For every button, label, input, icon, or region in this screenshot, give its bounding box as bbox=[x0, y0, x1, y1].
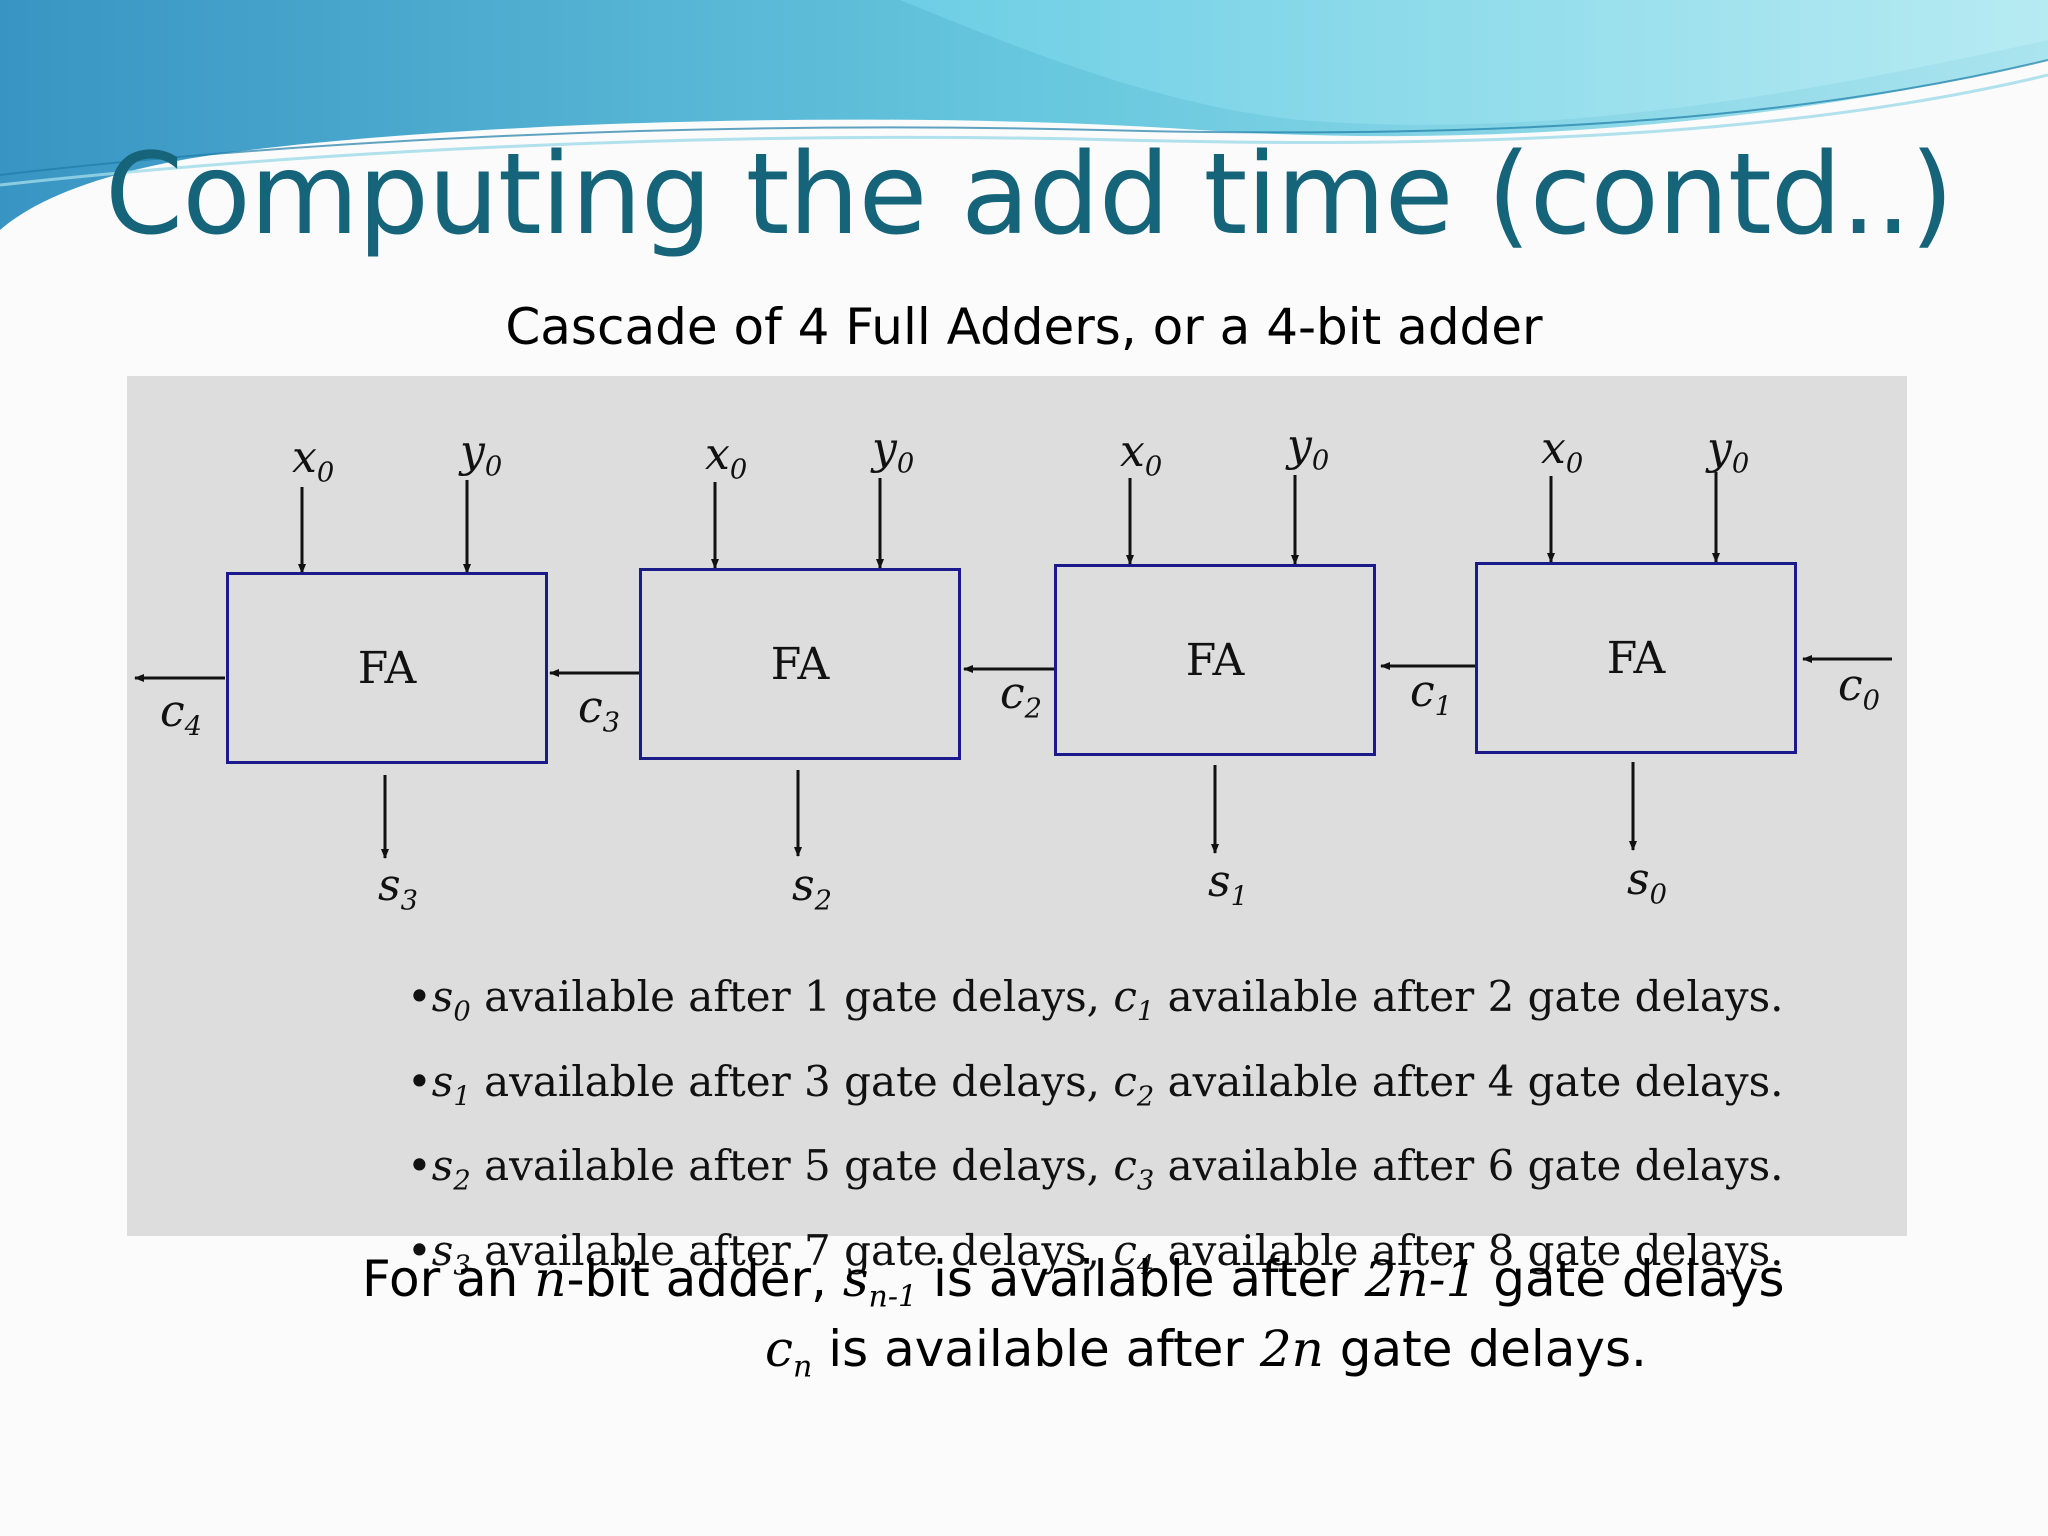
header-wave-decoration bbox=[0, 0, 2048, 230]
summary-line-2: cn is available after 2n gate delays. bbox=[765, 1320, 1647, 1385]
carry-label: c1 bbox=[1410, 666, 1453, 723]
list-item: •s0 available after 1 gate delays, c1 av… bbox=[407, 972, 1784, 1028]
sum-output-label: s1 bbox=[1208, 856, 1248, 913]
full-adder-label: FA bbox=[1185, 634, 1245, 686]
full-adder-2: FA bbox=[639, 568, 961, 760]
input-y-label: y0 bbox=[1707, 423, 1750, 480]
sum-output-label: s0 bbox=[1627, 854, 1667, 911]
carry-label: c2 bbox=[1000, 668, 1043, 725]
carry-label: c3 bbox=[578, 682, 621, 739]
list-item: •s3 available after 7 gate delays, c4 av… bbox=[407, 1225, 1784, 1282]
full-adder-0: FA bbox=[1475, 562, 1797, 754]
sum-output-label: s2 bbox=[792, 860, 832, 917]
sum-output-label: s3 bbox=[378, 860, 418, 917]
input-x-label: x0 bbox=[1541, 423, 1584, 480]
full-adder-label: FA bbox=[357, 642, 417, 694]
delay-bullet-list: •s0 available after 1 gate delays, c1 av… bbox=[407, 962, 1784, 1300]
list-item: •s1 available after 3 gate delays, c2 av… bbox=[407, 1056, 1784, 1113]
input-x-label: x0 bbox=[292, 432, 335, 489]
full-adder-3: FA bbox=[226, 572, 548, 764]
diagram-caption: Cascade of 4 Full Adders, or a 4-bit add… bbox=[505, 298, 1543, 356]
summary-line-1: For an n-bit adder, sn-1 is available af… bbox=[362, 1250, 1785, 1315]
input-x-label: x0 bbox=[705, 429, 748, 486]
list-item: •s2 available after 5 gate delays, c3 av… bbox=[407, 1141, 1784, 1197]
input-y-label: y0 bbox=[1287, 420, 1330, 477]
diagram-panel bbox=[127, 376, 1907, 1236]
input-x-label: x0 bbox=[1120, 426, 1163, 483]
input-y-label: y0 bbox=[872, 423, 915, 480]
full-adder-1: FA bbox=[1054, 564, 1376, 756]
slide-title: Computing the add time (contd..) bbox=[105, 130, 1954, 260]
carry-label: c4 bbox=[160, 686, 203, 743]
full-adder-label: FA bbox=[770, 638, 830, 690]
full-adder-label: FA bbox=[1606, 632, 1666, 684]
input-y-label: y0 bbox=[460, 426, 503, 483]
carry-in-label: c0 bbox=[1838, 660, 1881, 717]
